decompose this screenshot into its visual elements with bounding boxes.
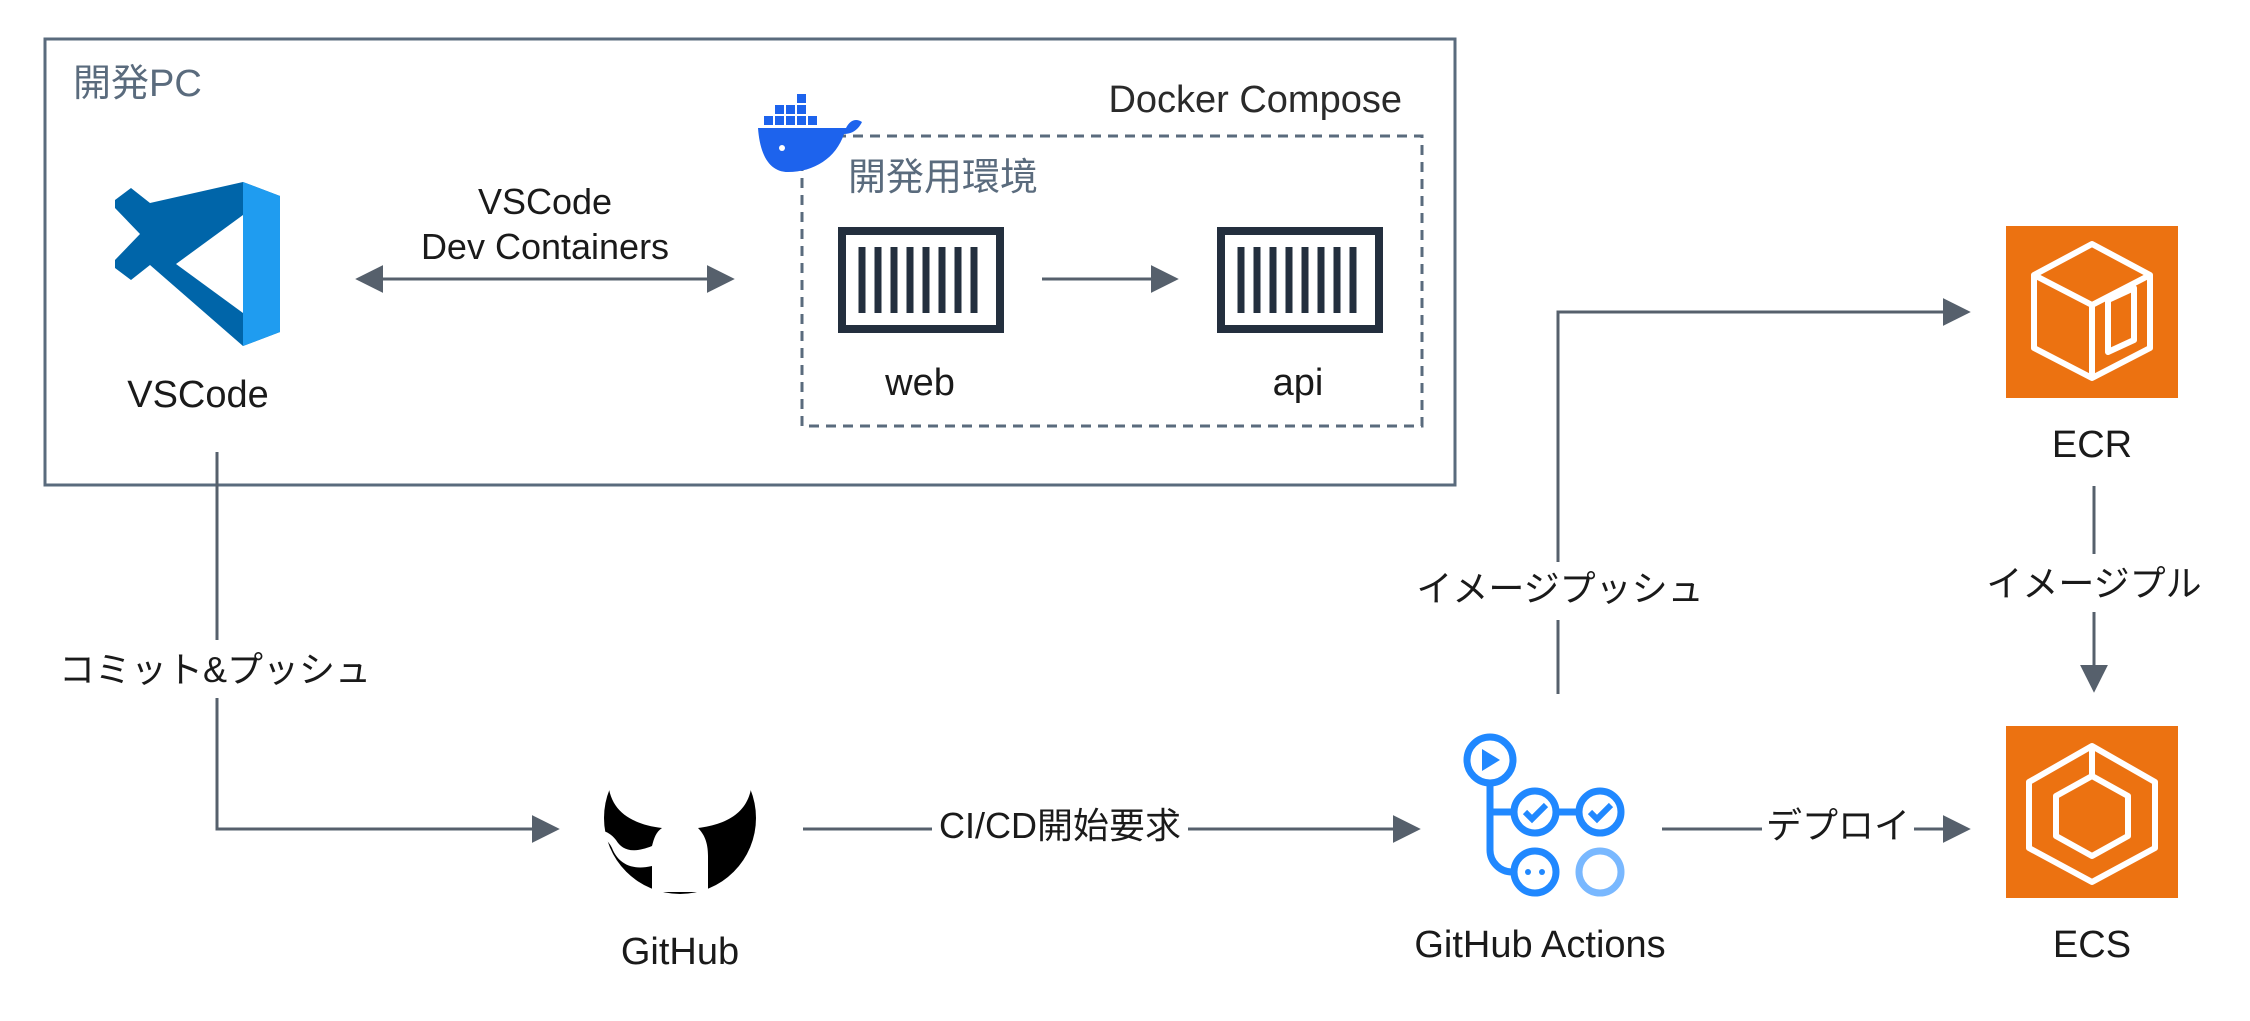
edge-commit-push-label: コミット&プッシュ: [59, 649, 371, 690]
github-label: GitHub: [621, 931, 739, 973]
docker-compose-title: Docker Compose: [1108, 79, 1402, 121]
edge-cicd-request-label: CI/CD開始要求: [939, 805, 1181, 846]
edge-commit-push: コミット&プッシュ: [50, 452, 560, 843]
web-node: web: [838, 227, 1004, 404]
edge-deploy-label: デプロイ: [1766, 805, 1910, 846]
vscode-node: VSCode: [115, 182, 280, 416]
edge-cicd-request: CI/CD開始要求: [803, 805, 1421, 853]
edge-dev-containers-label-2: Dev Containers: [421, 226, 669, 267]
ecs-label: ECS: [2053, 924, 2131, 966]
api-container-icon: [1217, 227, 1383, 333]
github-actions-icon: [1463, 733, 1625, 897]
edge-dev-containers: VSCode Dev Containers: [355, 181, 735, 293]
github-icon: [598, 718, 756, 894]
api-label: api: [1273, 362, 1324, 404]
ecr-node: ECR: [2006, 226, 2178, 466]
github-actions-label: GitHub Actions: [1414, 924, 1665, 966]
web-container-icon: [838, 227, 1004, 333]
edge-deploy: デプロイ: [1662, 805, 1971, 853]
ecs-node: ECS: [2006, 726, 2178, 966]
dev-pc-title: 開発PC: [73, 63, 202, 105]
edge-image-pull-label: イメージプル: [1986, 563, 2201, 604]
ecr-label: ECR: [2052, 424, 2132, 466]
dev-env-title: 開発用環境: [848, 157, 1038, 199]
ecr-icon: [2031, 241, 2153, 381]
edge-image-push: イメージプッシュ: [1408, 298, 1971, 694]
github-node: GitHub: [598, 718, 756, 973]
dev-pc-group: 開発PC: [43, 37, 1457, 487]
edge-image-push-label: イメージプッシュ: [1416, 568, 1703, 609]
vscode-icon: [115, 182, 280, 346]
edge-dev-containers-label-1: VSCode: [478, 181, 612, 222]
docker-icon: [758, 94, 862, 172]
ecs-icon: [2026, 743, 2158, 885]
web-label: web: [884, 362, 955, 404]
docker-compose-group: Docker Compose 開発用環境: [758, 79, 1424, 428]
edge-image-pull: イメージプル: [1982, 486, 2206, 693]
github-actions-node: GitHub Actions: [1414, 733, 1666, 966]
vscode-label: VSCode: [127, 374, 269, 416]
api-node: api: [1217, 227, 1383, 404]
